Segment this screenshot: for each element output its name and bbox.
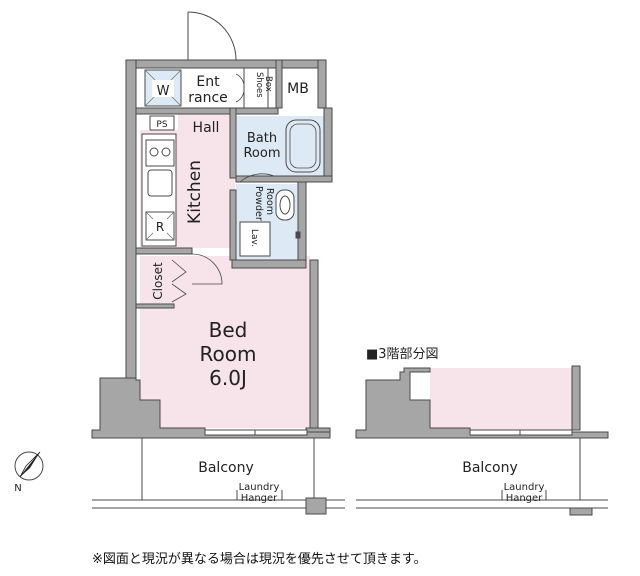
main-balcony-label: Balcony <box>198 460 254 476</box>
mb-label: MB <box>287 81 309 97</box>
washer-label: W <box>157 84 170 99</box>
wall-right-mb <box>275 59 283 109</box>
third-floor-wall-left <box>355 367 609 439</box>
bath-door[interactable] <box>239 173 275 183</box>
ps-label: PS <box>156 120 167 130</box>
third-floor-laundry-label-2: Hanger <box>506 493 543 504</box>
wall-left <box>125 59 137 379</box>
hall-label: Hall <box>193 120 220 136</box>
bedroom-label-2: Room <box>200 342 257 366</box>
third-floor-balcony <box>356 438 608 516</box>
wall-bath-right <box>323 107 333 179</box>
compass-north-label: N <box>14 483 21 494</box>
ps-box <box>149 115 175 131</box>
hall-area <box>178 112 234 132</box>
wall-kitchen-right <box>229 189 237 261</box>
washer-space <box>144 69 182 107</box>
bedroom-label-1: Bed <box>209 318 248 342</box>
bedroom-size: 6.0J <box>209 366 247 390</box>
bedroom-door[interactable] <box>191 253 223 285</box>
entrance-label-2: rance <box>188 90 228 106</box>
footer-note: ※図面と現況が異なる場合は現況を優先させて頂きます。 <box>92 552 427 567</box>
kitchen-label: Kitchen <box>185 160 205 224</box>
refrigerator <box>145 211 175 241</box>
walls <box>91 59 333 439</box>
third-floor-plan <box>355 365 609 439</box>
shoes-box-label: Shoes Box <box>254 72 273 100</box>
third-floor-room-fill <box>430 368 572 430</box>
wall-closet-bottom <box>135 303 175 309</box>
wall-bath-left <box>229 107 237 179</box>
wall-top <box>125 59 327 69</box>
wall-kitchen-bottom <box>135 247 193 255</box>
bedroom-window <box>204 429 308 436</box>
entrance-label-1: Ent <box>196 74 220 90</box>
lav-label: Lav. <box>249 229 259 247</box>
wall-bed-corner <box>305 427 331 433</box>
third-floor-title: ■3階部分図 <box>366 347 439 362</box>
wall-bath-bottom <box>235 175 333 183</box>
wall-right-upper <box>317 59 327 109</box>
closet-doors[interactable] <box>171 259 187 303</box>
third-floor-window <box>469 429 573 436</box>
third-floor-wall-right <box>571 365 581 431</box>
north-compass-icon <box>14 451 44 481</box>
bath-label-2: Room <box>243 146 280 161</box>
refrigerator-label: R <box>156 220 164 234</box>
wall-powder-bottom <box>231 259 307 269</box>
closet-area <box>142 258 172 304</box>
wall-bottom-block <box>91 377 331 439</box>
entrance-door[interactable] <box>187 11 237 61</box>
wall-entrance-bottom <box>135 107 279 115</box>
wall-powder-right <box>297 181 307 263</box>
third-floor-laundry-label-1: Laundry <box>504 482 545 493</box>
wall-bed-right <box>309 259 319 431</box>
third-floor-balcony-label: Balcony <box>462 460 518 476</box>
bath-label-1: Bath <box>247 131 277 146</box>
main-balcony <box>92 438 345 515</box>
main-laundry-label-2: Hanger <box>241 493 278 504</box>
shoes-box <box>235 67 269 109</box>
main-laundry-label-1: Laundry <box>239 482 280 493</box>
lavatory <box>239 189 301 257</box>
closet-label: Closet <box>151 262 165 300</box>
bathtub <box>285 119 321 173</box>
powder-label: Powder Room <box>253 186 275 224</box>
